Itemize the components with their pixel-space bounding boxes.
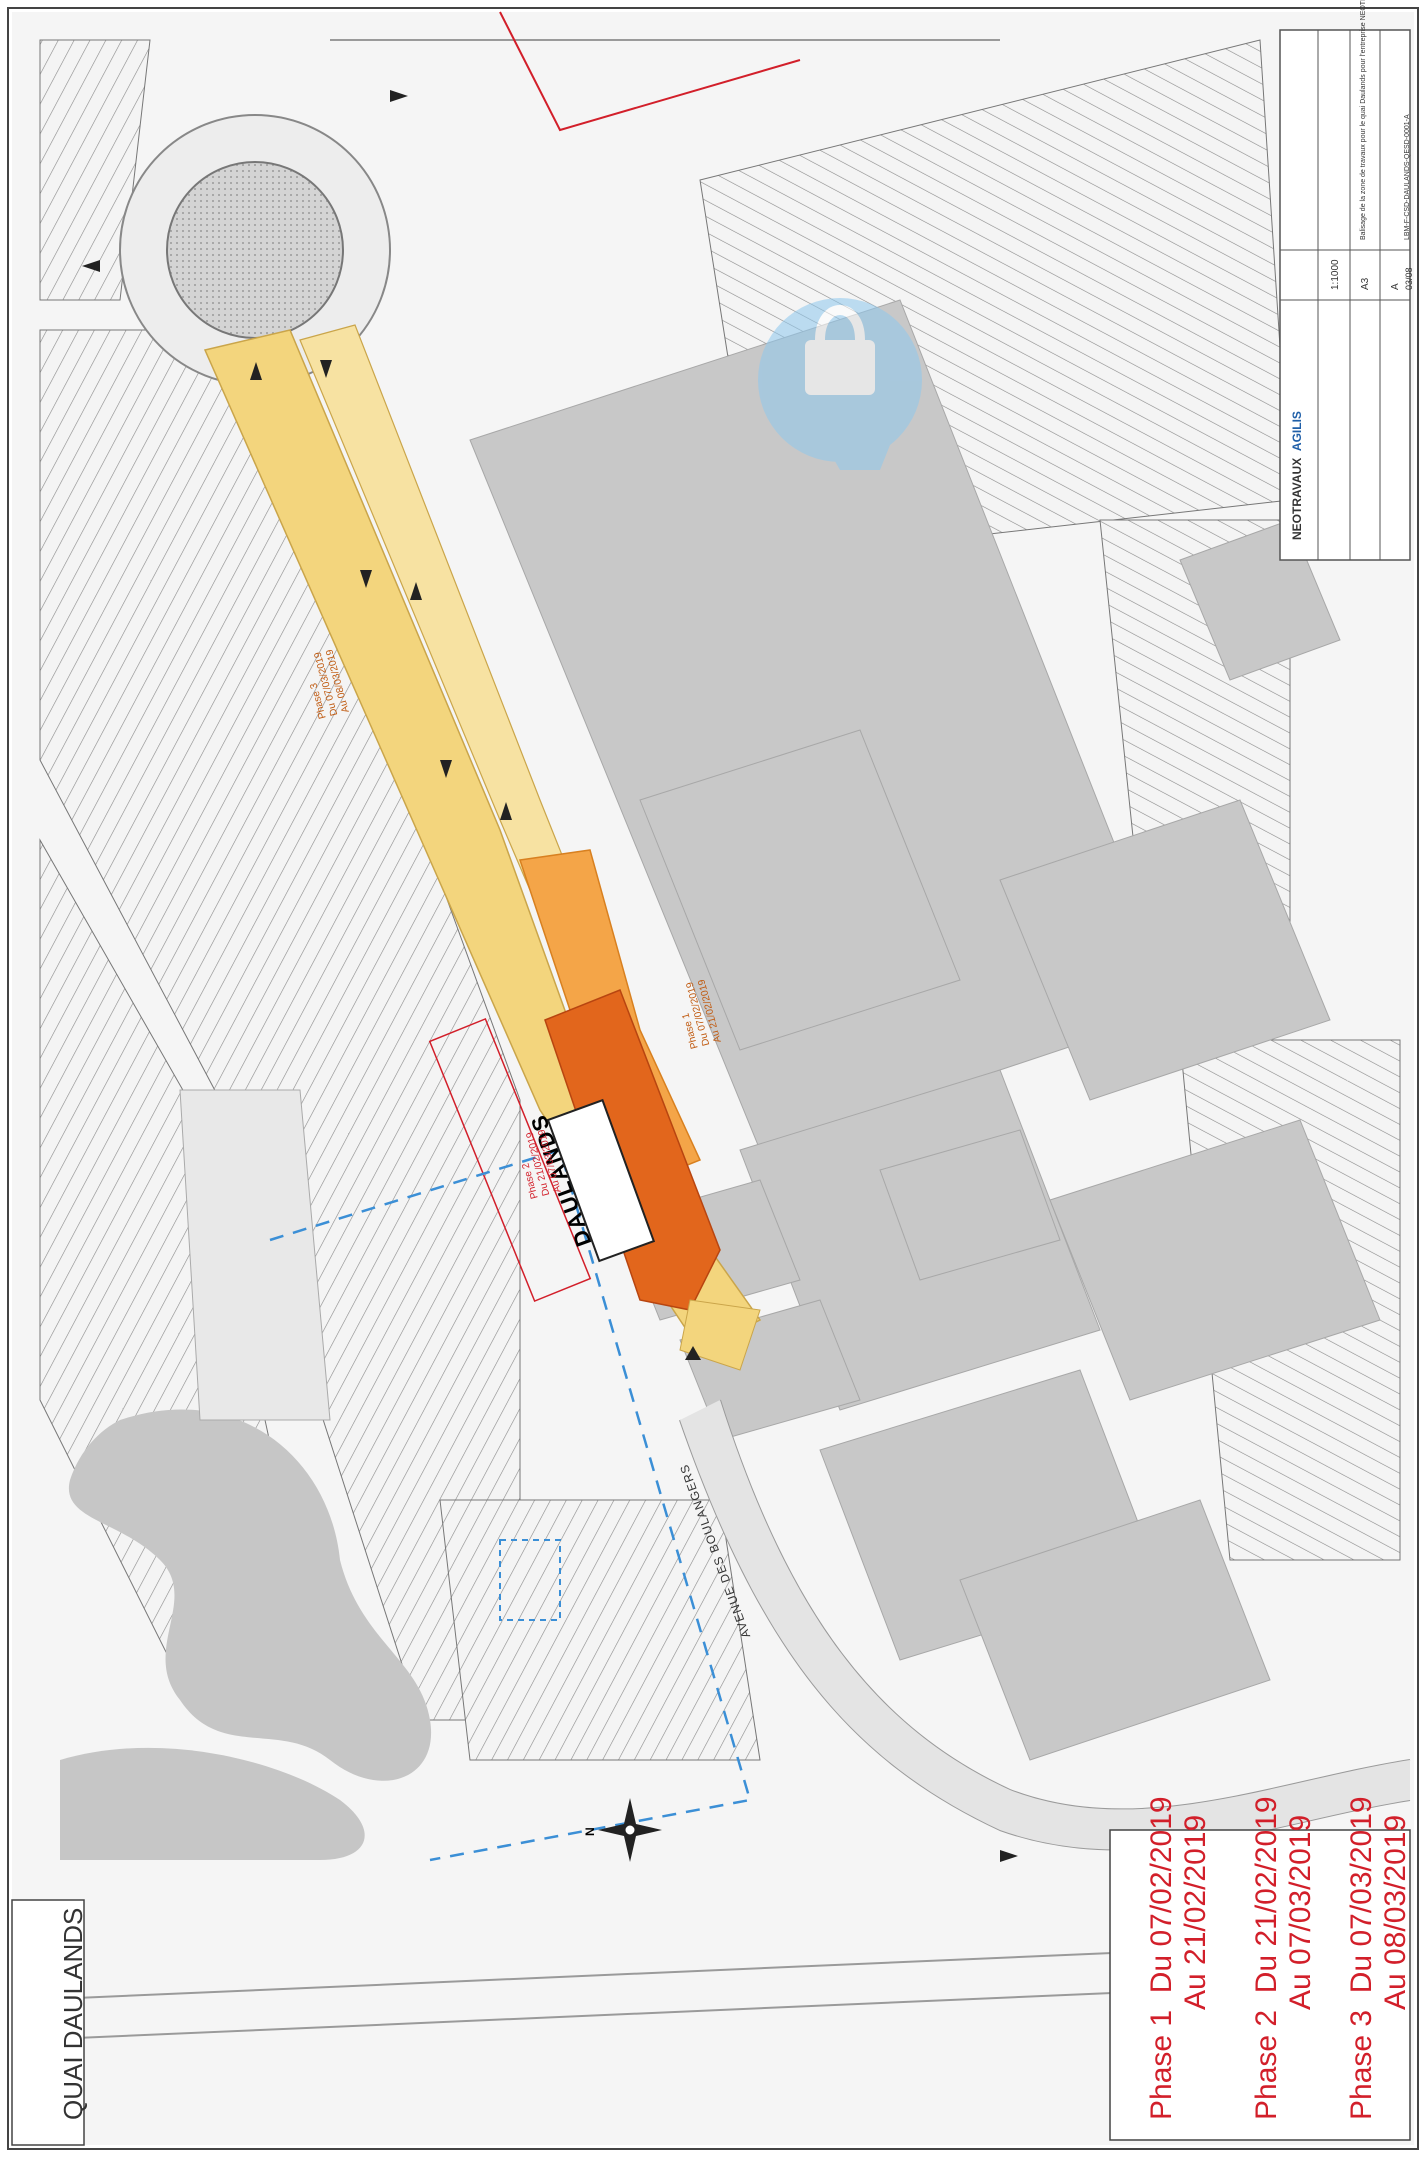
phase3-zone bbox=[203, 329, 762, 1351]
title-block-companies: NEOTRAVAUX AGILIS bbox=[1290, 411, 1304, 540]
legend-phase1: Phase 1 Du 07/02/2019 Au 21/02/2019 bbox=[1145, 1796, 1212, 2120]
avenue-road-surface bbox=[680, 1400, 1410, 1850]
site-boundary-inner bbox=[499, 1539, 561, 1621]
phase-legend-frame bbox=[1109, 1829, 1411, 2141]
buildings bbox=[469, 299, 1381, 1761]
site-boundary-dashed bbox=[269, 1148, 752, 1862]
north-arrow bbox=[598, 1798, 662, 1862]
title-block-description: Balisage de la zone de travaux pour le q… bbox=[1360, 0, 1367, 240]
title-block-date: 03/08 bbox=[1404, 267, 1414, 290]
legend-phase3: Phase 3 Du 07/03/2019 Au 08/03/2019 bbox=[1345, 1796, 1412, 2120]
landscape-area bbox=[60, 1089, 432, 1860]
work-zones bbox=[203, 324, 762, 1371]
watermark-logo bbox=[758, 298, 922, 470]
title-block bbox=[1279, 29, 1411, 561]
phase1-zone bbox=[544, 989, 721, 1311]
title-block-format: A3 bbox=[1360, 277, 1371, 290]
title-block-scale: 1:1000 bbox=[1330, 259, 1341, 290]
phase-boundary-box bbox=[428, 1017, 592, 1303]
map-title: QUAI DAULANDS bbox=[58, 1907, 88, 2120]
map-title-frame bbox=[11, 1899, 85, 2146]
legend-phase2: Phase 2 Du 21/02/2019 Au 07/03/2019 bbox=[1250, 1796, 1317, 2120]
red-boundary-top bbox=[499, 11, 801, 132]
site-label-frame bbox=[546, 1098, 656, 1263]
title-block-reference: LBM-F-CSD-DAULANDS-QESD-0001-A bbox=[1404, 114, 1411, 240]
traffic-arrows bbox=[82, 90, 1018, 1862]
title-block-index: A bbox=[1390, 283, 1401, 290]
north-symbol: N bbox=[583, 1827, 597, 1836]
